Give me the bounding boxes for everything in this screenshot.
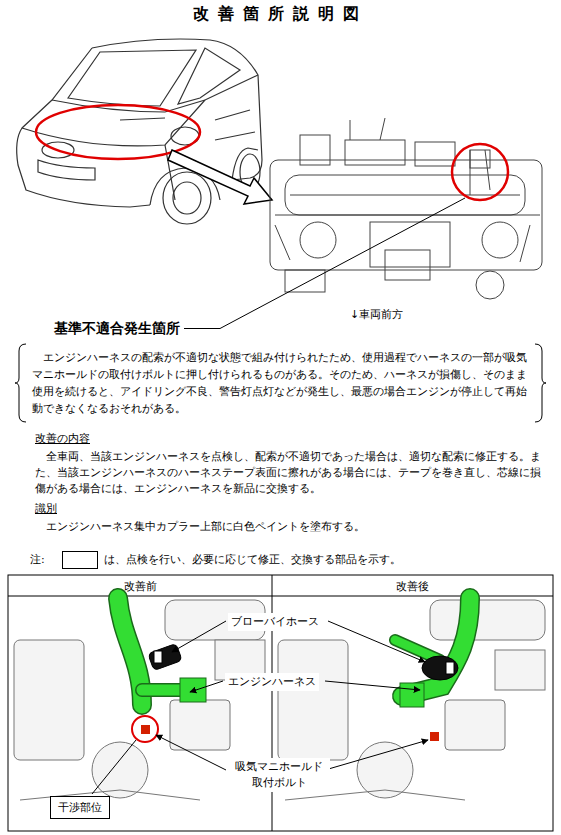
description-box: 基準不適合発生箇所エンジンハーネスの配索が不適切な状態で組み付けられたため、使用… [14,318,547,423]
part-label: ブローバイホース [228,613,322,631]
manifold-bolt [132,716,439,742]
part-label: エンジンハーネス [225,673,319,691]
column-header: 改善前 [10,579,270,595]
leader-line [184,198,465,329]
engine-harness [118,598,470,707]
section-heading: 改善の内容 [35,431,90,447]
body-text: 全車両、当該エンジンハーネスを点検し、配索が不適切であった場合は、適切な配索に修… [35,449,550,497]
engine [270,118,542,299]
body-text: エンジンハーネス集中カプラー上部に白色ペイントを塗布する。 [35,519,550,535]
leader-line [92,621,428,794]
section-heading: 基準不適合発生箇所 [54,321,180,336]
direction-note: ↓車両前方 [350,307,403,323]
note-box [62,551,98,569]
note-text: は、点検を行い、必要に応じて修正、交換する部品を示す。 [104,552,401,568]
node-text: エンジンハーネスの配索が不適切な状態で組み付けられたため、使用過程でハーネスの一… [14,343,547,423]
column-header: 改善後 [274,579,551,595]
section-heading: 識別 [35,501,57,517]
note-mark: 注: [30,552,45,568]
comparison-table [8,575,553,831]
location-circle [452,144,508,200]
car [17,39,262,224]
bracket [15,344,26,422]
callout-box: 干渉部位 [50,796,110,819]
bracket [535,344,546,422]
node-text: 干渉部位 [58,800,102,815]
part-label: 吸気マニホールド 取付ボルト [228,758,330,792]
pointer-arrow [168,150,272,204]
title: 改善箇所説明図 [0,4,561,25]
